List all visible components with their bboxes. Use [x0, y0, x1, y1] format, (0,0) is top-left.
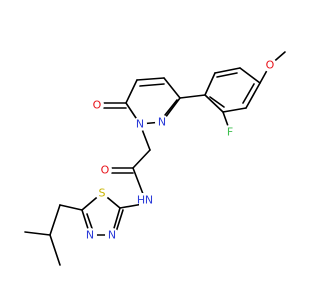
atom-label: H — [137, 194, 145, 207]
atom-label-background — [83, 228, 97, 242]
atom-label: O — [266, 59, 275, 72]
atom-label: O — [93, 99, 102, 112]
bond — [204, 94, 224, 113]
bond — [24, 231, 51, 236]
atom-n-pyridazine-upper: N — [155, 115, 169, 129]
atom-label: S — [99, 187, 106, 200]
atom-label-layer: O F N N O O N H S — [83, 58, 277, 242]
bond — [125, 79, 138, 104]
bond — [222, 107, 247, 113]
atom-label: N — [108, 229, 116, 242]
atom-nh-amide: N H — [137, 193, 159, 208]
atom-label: F — [227, 126, 233, 139]
atom-label: O — [101, 164, 110, 177]
bond — [132, 149, 151, 169]
bond — [163, 77, 181, 99]
bond — [222, 111, 229, 127]
atom-n-pyridazine-lower: N — [133, 117, 147, 131]
bond — [164, 99, 178, 116]
bond — [204, 72, 216, 96]
atom-o-pyridazinone: O — [90, 98, 104, 112]
atom-label-background — [105, 228, 119, 242]
atom-o-methoxy: O — [263, 58, 277, 72]
atom-label-background — [263, 58, 277, 72]
bond — [216, 72, 238, 78]
bond — [242, 83, 255, 104]
atom-n-thiadiazole-2: N — [105, 228, 119, 242]
atom-label-background — [223, 125, 237, 139]
atom-label: N — [145, 194, 153, 207]
bond — [49, 204, 61, 236]
atom-n-thiadiazole-1: N — [83, 228, 97, 242]
atom-label: N — [86, 229, 94, 242]
molecule-structure: O F N N O O N H S — [24, 51, 286, 266]
atom-label-background — [139, 193, 159, 208]
atom-label-background — [133, 117, 147, 131]
atom-label-background — [98, 163, 112, 177]
atom-o-amide: O — [98, 163, 112, 177]
bond — [132, 167, 144, 195]
bond — [209, 96, 225, 108]
bond — [214, 67, 241, 74]
bond-layer — [24, 51, 286, 266]
bond — [59, 204, 83, 211]
bond — [239, 67, 261, 84]
bond — [49, 234, 61, 266]
atom-label-background — [155, 115, 169, 129]
bond — [139, 83, 165, 87]
bond — [115, 209, 124, 233]
atom-f: F — [223, 125, 237, 139]
atom-label-background — [95, 186, 109, 200]
bond — [179, 94, 206, 99]
atom-label: N — [136, 118, 144, 131]
atom-label: N — [158, 116, 166, 129]
bond — [136, 77, 165, 81]
bond — [245, 82, 261, 109]
atom-label-background — [90, 98, 104, 112]
atom-s: S — [95, 186, 109, 200]
